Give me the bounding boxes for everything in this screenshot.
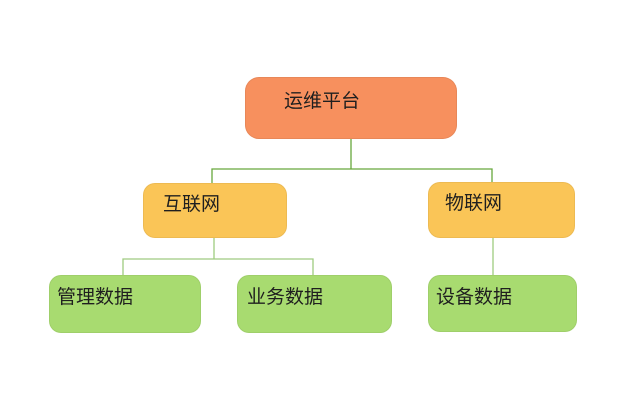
node-management-data[interactable]: 管理数据 [49, 275, 201, 333]
node-ops-platform[interactable]: 运维平台 [245, 77, 457, 139]
node-business-data[interactable]: 业务数据 [237, 275, 392, 333]
connector-line [122, 258, 314, 276]
node-business-data-label: 业务数据 [247, 287, 324, 309]
node-iot-label: 物联网 [445, 193, 503, 215]
node-iot[interactable]: 物联网 [428, 182, 575, 238]
node-internet-label: 互联网 [163, 193, 221, 215]
node-device-data-label: 设备数据 [436, 286, 513, 308]
node-ops-platform-label: 运维平台 [284, 91, 361, 113]
connector-line [211, 168, 493, 184]
node-internet[interactable]: 互联网 [143, 183, 287, 238]
node-device-data[interactable]: 设备数据 [428, 275, 577, 332]
node-management-data-label: 管理数据 [57, 287, 134, 309]
